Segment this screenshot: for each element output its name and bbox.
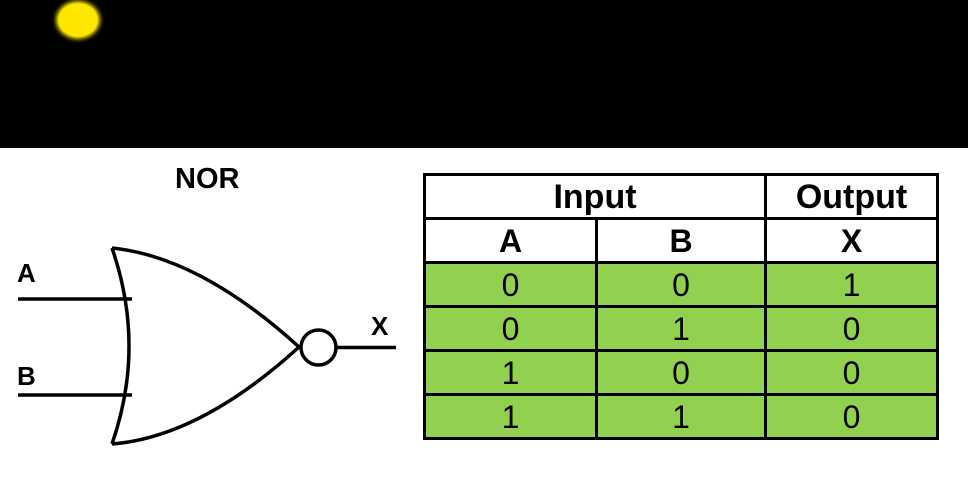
sun-icon — [58, 3, 98, 37]
inversion-bubble — [299, 328, 338, 367]
gate-title: NOR — [175, 163, 240, 195]
cell-b: 1 — [594, 393, 768, 440]
gate-back-arc — [110, 247, 131, 445]
input-b-label: B — [17, 361, 36, 391]
gate-top-curve — [111, 246, 301, 349]
cell-b: 0 — [594, 349, 768, 396]
cell-b: 1 — [594, 305, 768, 352]
cell-x: 0 — [764, 305, 940, 352]
table-row: 0 0 1 — [423, 261, 940, 308]
gate-bottom-curve — [111, 345, 301, 446]
table-row: 1 1 0 — [423, 393, 940, 440]
table-header-input: Input — [422, 173, 768, 220]
nor-gate-diagram: A B X — [17, 246, 396, 446]
output-x-label: X — [371, 311, 389, 341]
table-column-header-row: A B X — [423, 217, 940, 264]
table-header-row: Input Output — [422, 173, 940, 220]
column-header-b: B — [594, 217, 768, 264]
top-banner — [0, 0, 968, 148]
cell-a: 0 — [423, 261, 598, 308]
table-header-output: Output — [764, 173, 940, 220]
truth-table: Input Output A B X 0 0 1 0 1 0 1 0 0 — [422, 173, 940, 440]
table-row: 1 0 0 — [423, 349, 940, 396]
cell-x: 1 — [764, 261, 940, 308]
cell-x: 0 — [764, 393, 940, 440]
input-a-label: A — [17, 258, 36, 288]
cell-x: 0 — [764, 349, 940, 396]
cell-a: 0 — [423, 305, 598, 352]
cell-b: 0 — [594, 261, 768, 308]
column-header-a: A — [423, 217, 598, 264]
cell-a: 1 — [423, 349, 598, 396]
table-row: 0 1 0 — [423, 305, 940, 352]
cell-a: 1 — [423, 393, 598, 440]
column-header-x: X — [764, 217, 940, 264]
